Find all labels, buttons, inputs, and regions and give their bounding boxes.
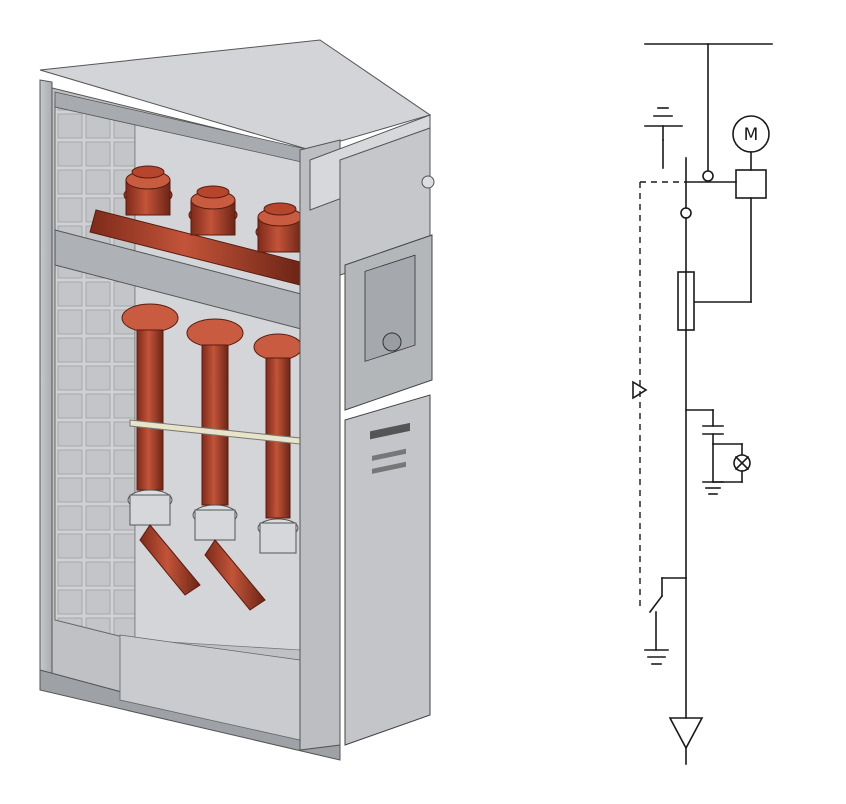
cabinet-front-panels <box>299 114 435 751</box>
battery-symbol <box>644 107 683 169</box>
operating-mechanism-box <box>735 169 767 199</box>
cable-termination-symbol <box>668 717 704 750</box>
interlock-dashed-line <box>632 181 686 608</box>
earthing-switch <box>644 577 687 665</box>
switchgear-cabinet-illustration <box>39 39 435 761</box>
fuse-poles <box>121 303 303 611</box>
single-line-diagram: M <box>632 43 773 765</box>
motor-label: M <box>744 125 759 145</box>
switch-contact-bottom <box>680 207 692 219</box>
motor-symbol <box>732 115 770 153</box>
voltage-indicator-branch <box>685 409 751 495</box>
switch-contact-top <box>702 170 714 182</box>
interlock-arrow <box>632 380 648 400</box>
